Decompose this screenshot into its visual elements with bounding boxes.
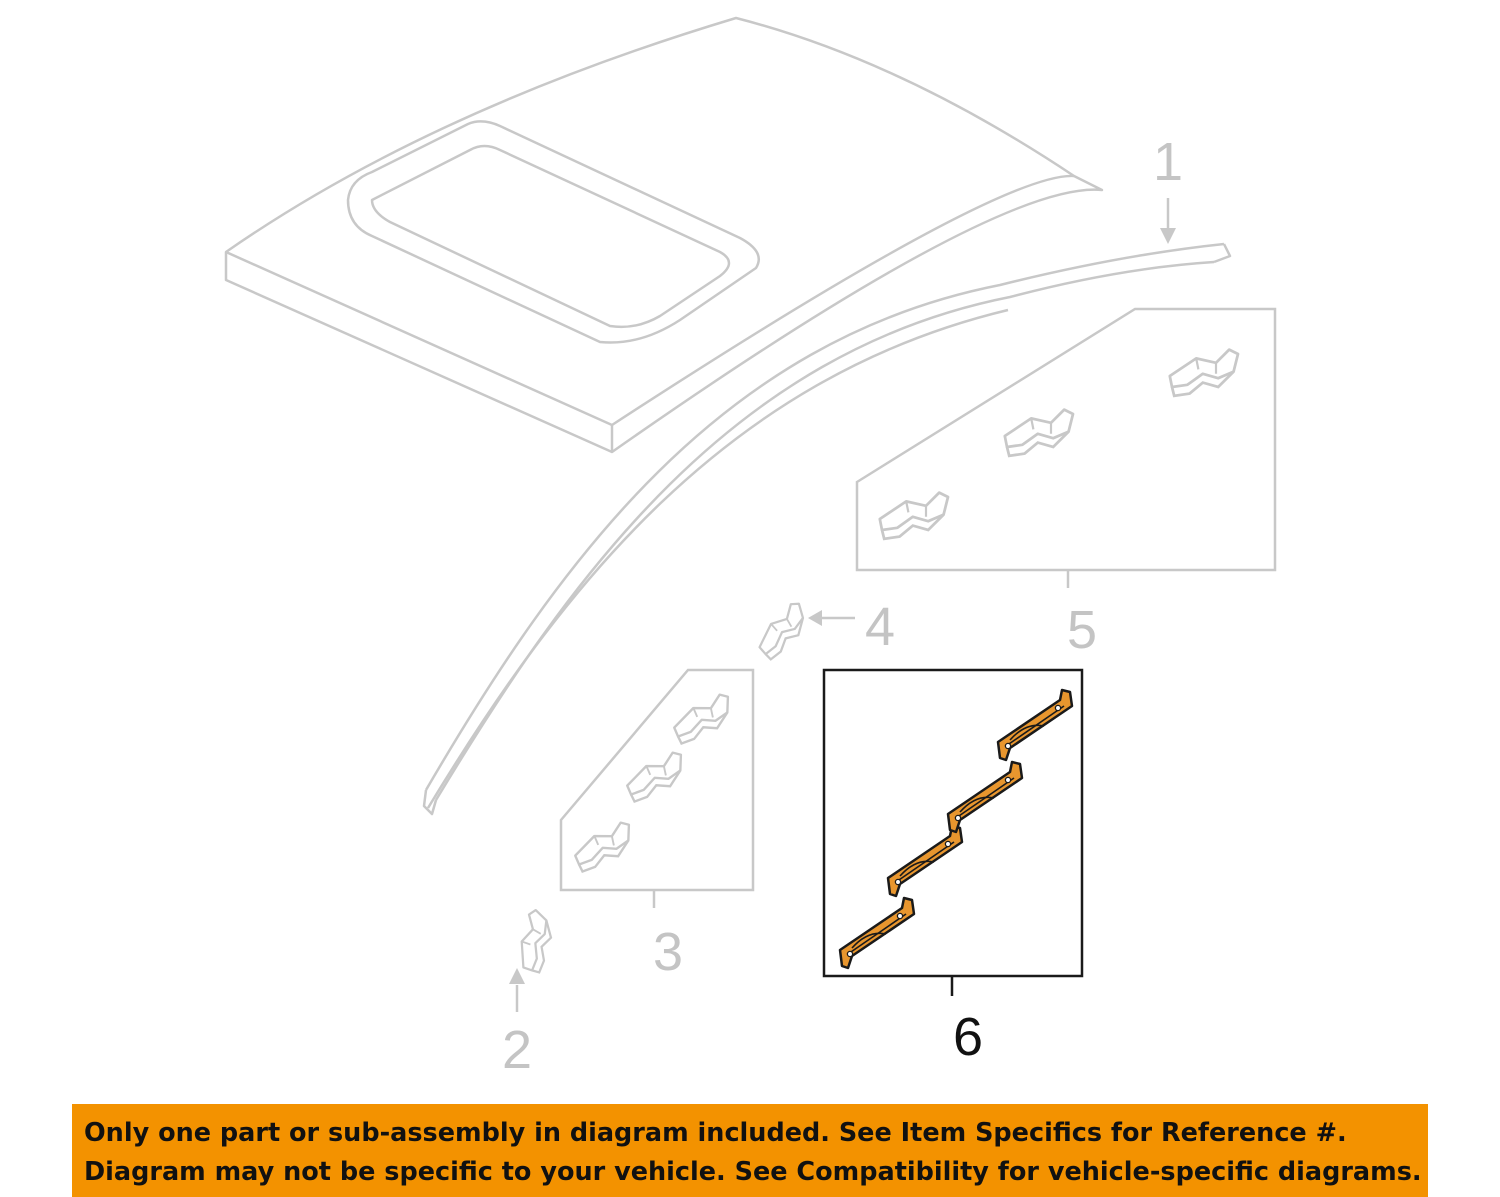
item-4-clip bbox=[747, 599, 855, 663]
parts-diagram: 1 2 3 4 5 6 bbox=[224, 16, 1277, 1080]
disclaimer-line-1: Only one part or sub-assembly in diagram… bbox=[84, 1118, 1347, 1148]
callout-1: 1 bbox=[1153, 132, 1183, 192]
roof-molding bbox=[422, 242, 1232, 816]
disclaimer-banner: Only one part or sub-assembly in diagram… bbox=[72, 1104, 1428, 1197]
callout-6: 6 bbox=[953, 1007, 983, 1067]
item-5-box bbox=[855, 307, 1277, 588]
callout-5: 5 bbox=[1067, 600, 1097, 660]
item-6-box bbox=[822, 668, 1084, 996]
arrow-1-icon bbox=[1160, 198, 1176, 244]
item-2-clip bbox=[503, 907, 567, 1012]
disclaimer-line-2: Diagram may not be specific to your vehi… bbox=[84, 1157, 1422, 1187]
callout-3: 3 bbox=[653, 922, 683, 982]
callout-4: 4 bbox=[865, 597, 895, 657]
item-3-box bbox=[559, 668, 755, 908]
callout-2: 2 bbox=[502, 1020, 532, 1080]
roof-panel bbox=[224, 16, 1104, 454]
